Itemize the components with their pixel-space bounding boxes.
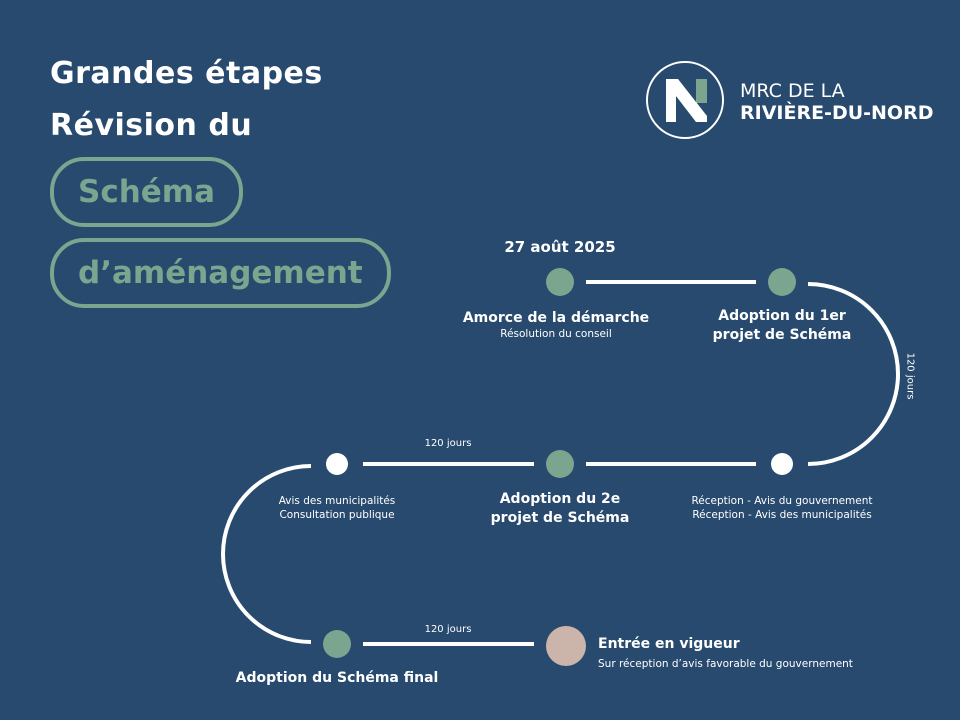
duration-2: 120 jours [424, 438, 472, 449]
step-node-5 [326, 453, 348, 475]
connector-arc-right [807, 282, 900, 466]
step-node-6 [323, 630, 351, 658]
step-3-sub-2: Réception - Avis des municipalités [692, 509, 872, 521]
step-3-sub-1: Réception - Avis du gouvernement [691, 495, 873, 507]
title-line-2: Révision du [50, 108, 253, 143]
step-node-2 [768, 268, 796, 296]
logo-line-2: RIVIÈRE-DU-NORD [740, 102, 934, 124]
step-node-4 [546, 450, 574, 478]
step-node-7 [546, 626, 586, 666]
step-7-subtitle: Sur réception d’avis favorable du gouver… [598, 658, 853, 670]
logo-line-1: MRC DE LA [740, 80, 845, 102]
step-2-title-2: projet de Schéma [712, 327, 852, 343]
connector-arc-left [221, 464, 312, 644]
duration-1: 120 jours [904, 352, 916, 400]
step-2-title-1: Adoption du 1er [718, 308, 846, 324]
step-7-title: Entrée en vigueur [598, 636, 740, 652]
step-4-title-2: projet de Schéma [490, 510, 630, 526]
duration-3: 120 jours [424, 624, 472, 635]
pill-amenagement: d’aménagement [50, 238, 391, 308]
step-node-3 [771, 453, 793, 475]
title-line-1: Grandes étapes [50, 56, 323, 91]
step-1-title: Amorce de la démarche [462, 310, 650, 326]
step-6-title: Adoption du Schéma final [235, 670, 439, 686]
step-5-sub-2: Consultation publique [279, 509, 395, 521]
logo-text: MRC DE LA RIVIÈRE-DU-NORD [740, 80, 934, 124]
step-node-1 [546, 268, 574, 296]
start-date: 27 août 2025 [504, 238, 616, 256]
pill-schema: Schéma [50, 157, 244, 227]
logo-mark [645, 60, 725, 140]
step-4-title-1: Adoption du 2e [499, 491, 621, 507]
step-1-subtitle: Résolution du conseil [500, 328, 612, 340]
logo-n-icon [646, 61, 724, 139]
step-5-sub-1: Avis des municipalités [278, 495, 396, 507]
